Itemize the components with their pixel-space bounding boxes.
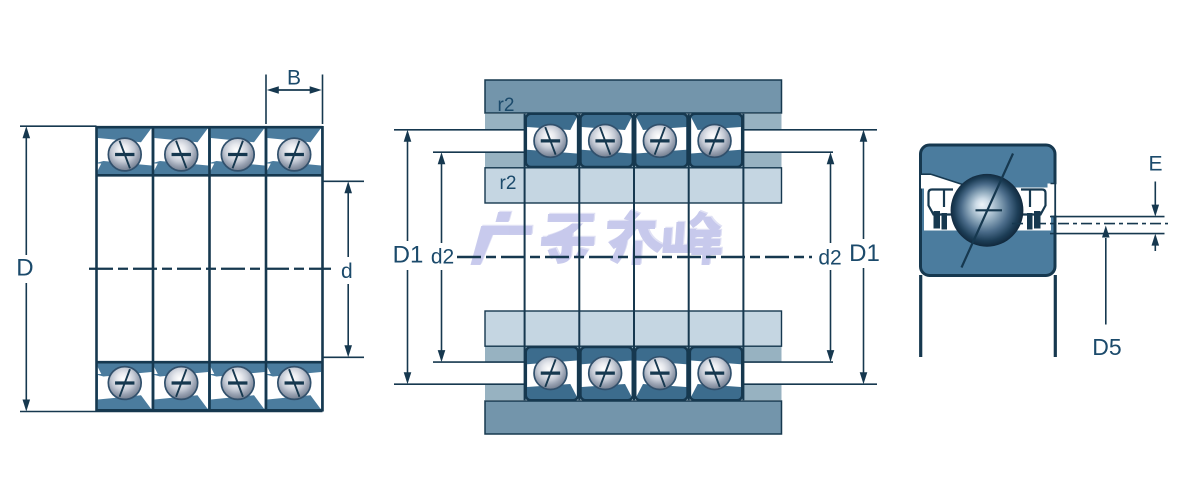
svg-text:d: d: [341, 260, 353, 283]
svg-text:D1: D1: [849, 240, 880, 267]
svg-text:D: D: [16, 255, 33, 282]
svg-text:D5: D5: [1092, 334, 1121, 360]
svg-text:B: B: [287, 67, 301, 90]
svg-text:E: E: [1148, 153, 1162, 176]
svg-text:D1: D1: [393, 242, 424, 269]
svg-text:d2: d2: [431, 246, 454, 269]
svg-text:r2: r2: [498, 95, 515, 116]
svg-text:d2: d2: [818, 247, 841, 270]
svg-text:r2: r2: [500, 173, 517, 194]
